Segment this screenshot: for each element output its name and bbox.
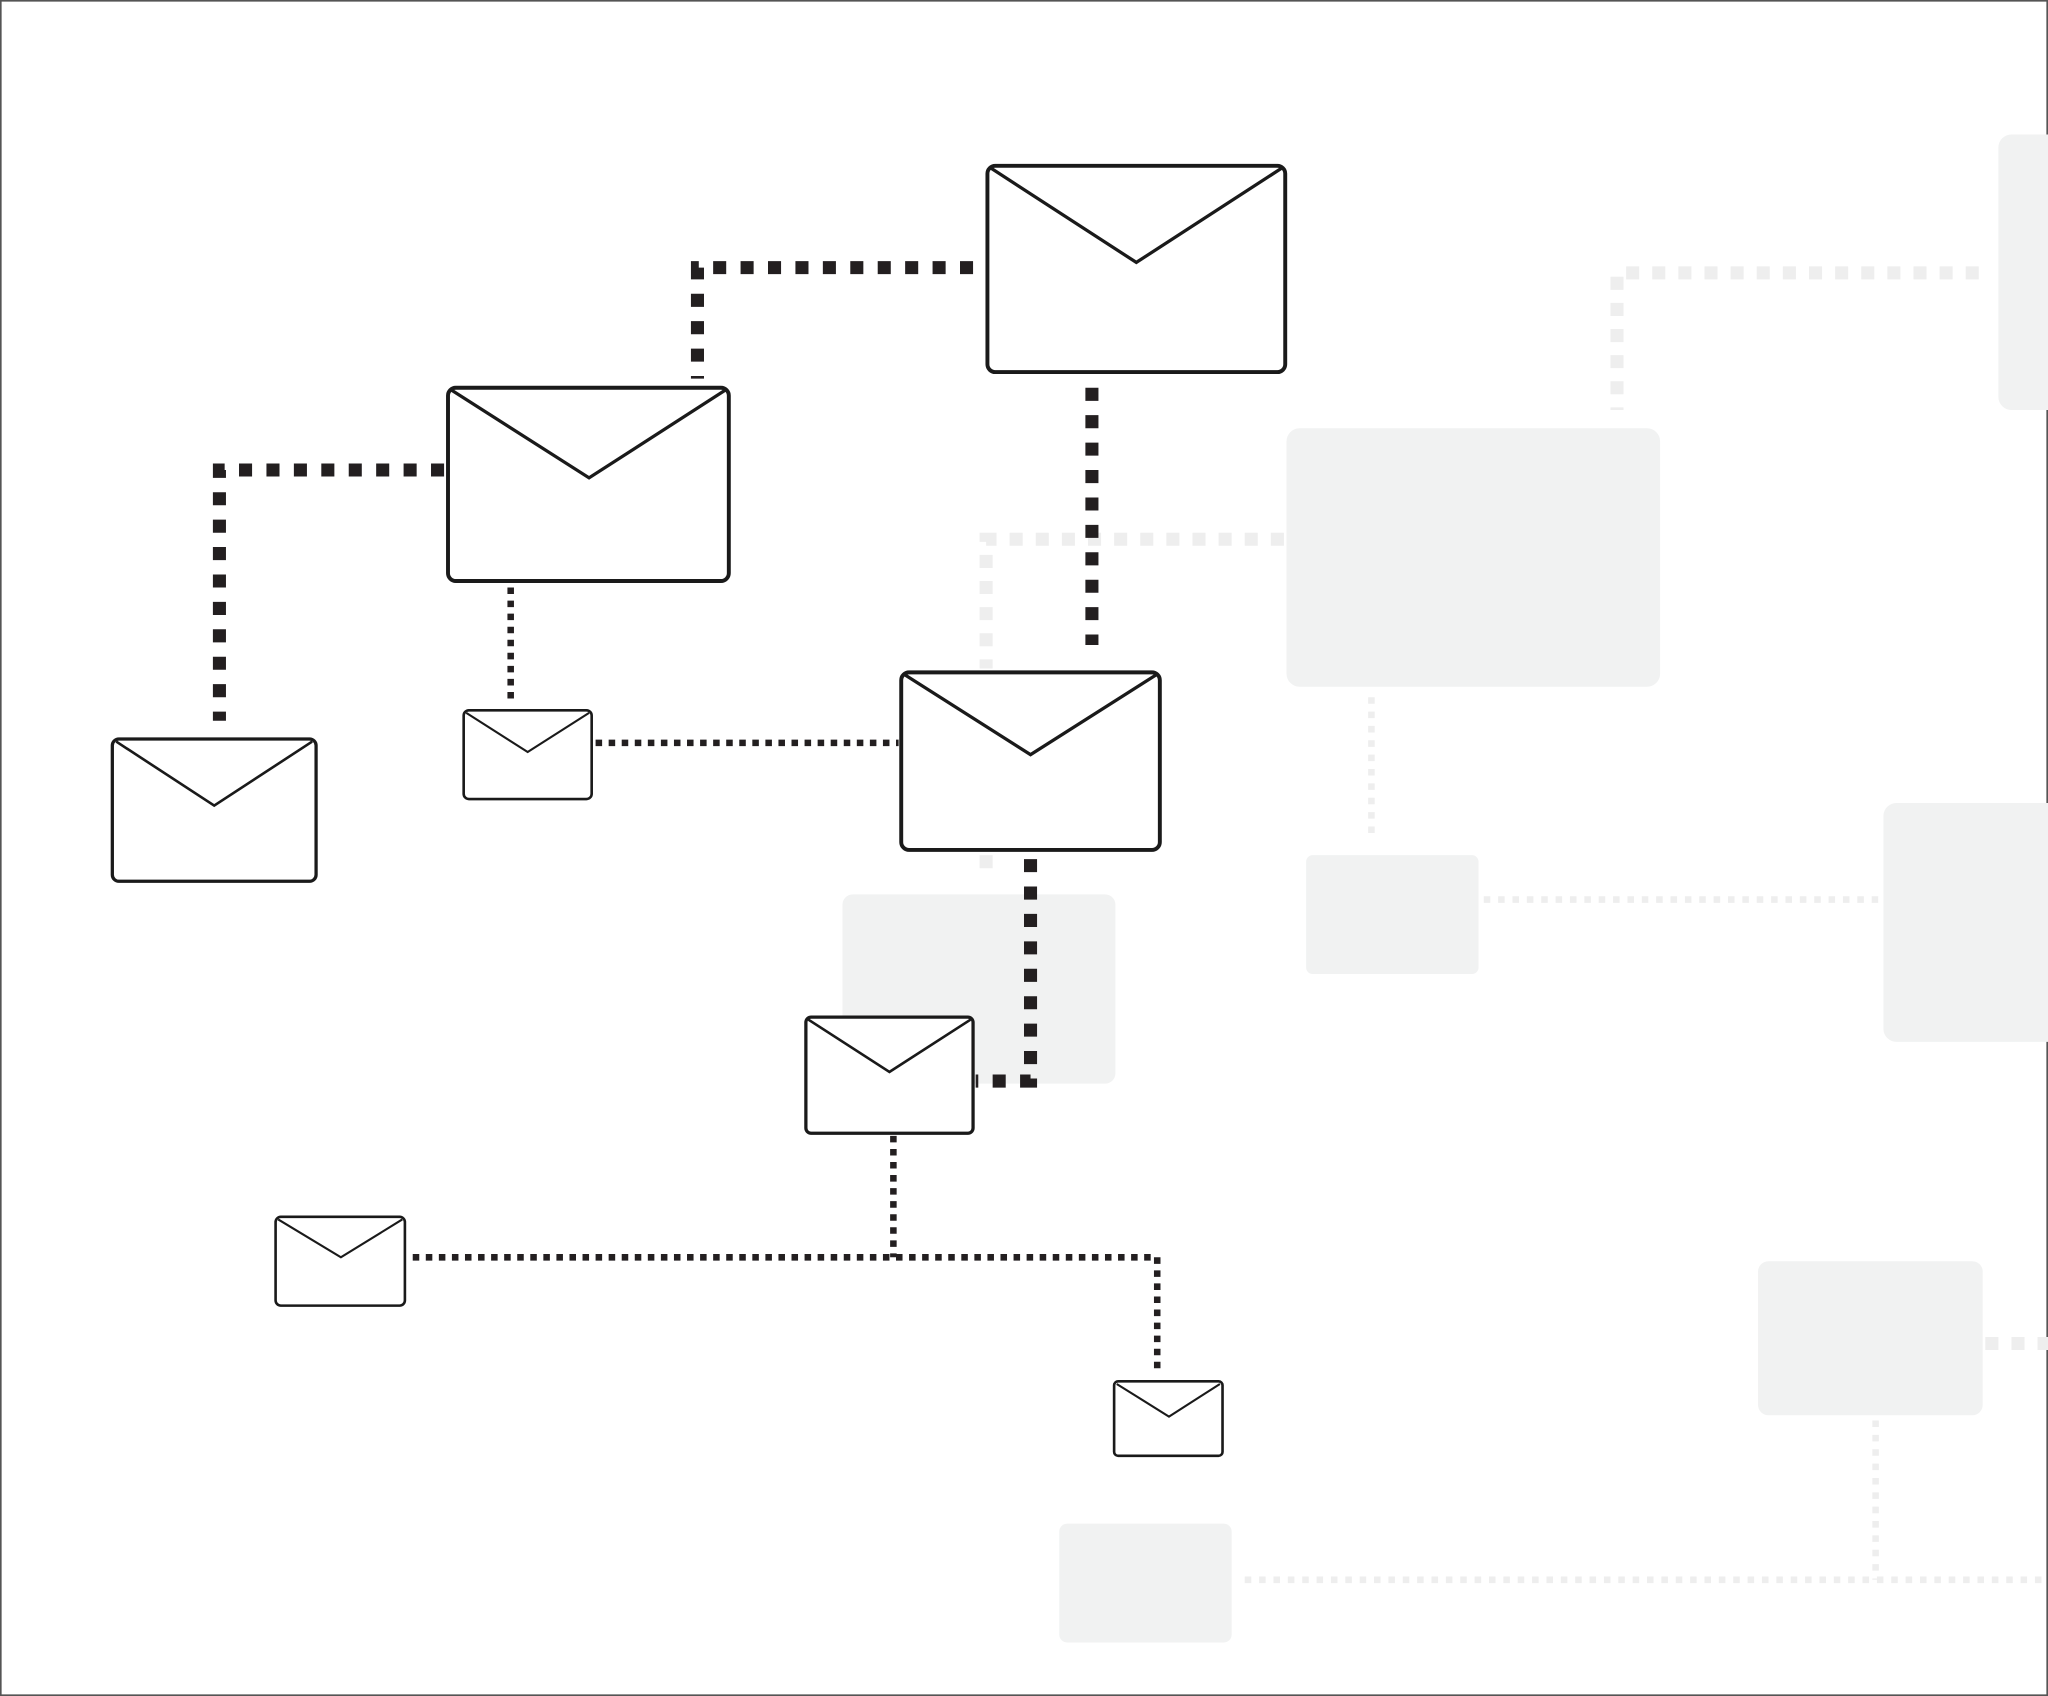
connectors: [212, 261, 1161, 1374]
bg-connector: [979, 532, 1284, 669]
envelope-icon[interactable]: [446, 385, 731, 583]
bg-box: [1883, 802, 2048, 1042]
envelope-icon[interactable]: [1112, 1380, 1224, 1458]
connector-bottom-branches: [412, 1254, 1161, 1374]
envelope-icon[interactable]: [985, 163, 1288, 375]
connector-top-to-upper-left: [690, 261, 974, 379]
envelope-icon[interactable]: [804, 1015, 975, 1135]
envelope-icon[interactable]: [462, 708, 593, 801]
bg-box: [1059, 1523, 1232, 1643]
bg-box: [1998, 134, 2048, 410]
bg-connector: [1610, 266, 1979, 410]
connector-center-to-lower-center: [975, 859, 1038, 1088]
bg-box: [1758, 1261, 1983, 1416]
envelope-icon[interactable]: [899, 670, 1162, 852]
envelope-icon[interactable]: [274, 1215, 407, 1307]
connector-upper-left-to-far-left: [212, 463, 445, 721]
bg-box: [1306, 855, 1479, 974]
bg-box: [1286, 428, 1661, 687]
envelope-icon[interactable]: [110, 737, 318, 883]
